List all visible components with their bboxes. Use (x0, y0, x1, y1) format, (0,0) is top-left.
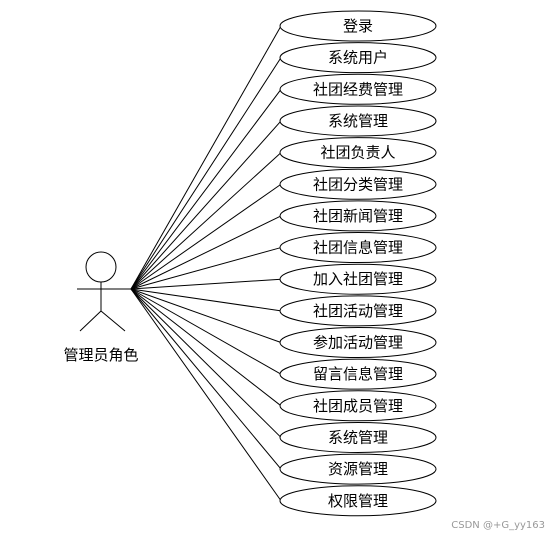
use-case-label: 系统管理 (328, 428, 388, 446)
use-case-label: 社团经费管理 (313, 80, 403, 98)
use-case[interactable]: 参加活动管理 (279, 327, 437, 358)
use-case-label: 留言信息管理 (313, 365, 403, 383)
use-case[interactable]: 系统用户 (279, 42, 437, 74)
use-case-label: 社团负责人 (320, 144, 395, 162)
use-case-ellipse (279, 327, 437, 358)
use-case-ellipse (279, 485, 437, 517)
use-case-label: 系统管理 (328, 112, 388, 130)
use-case[interactable]: 资源管理 (279, 453, 437, 485)
use-case-label: 系统用户 (328, 49, 388, 67)
use-case[interactable]: 系统管理 (279, 421, 437, 453)
use-case[interactable]: 留言信息管理 (279, 358, 437, 390)
association-line (130, 288, 282, 312)
use-case[interactable]: 社团信息管理 (279, 232, 437, 264)
use-case-ellipse (279, 200, 437, 232)
use-case-ellipse (279, 10, 437, 42)
use-case-ellipse (279, 168, 437, 200)
use-case-ellipse (279, 390, 437, 422)
use-case-label: 社团信息管理 (313, 239, 403, 257)
watermark: CSDN @+G_yy163 (451, 520, 545, 531)
association-line (130, 288, 282, 375)
use-case[interactable]: 社团负责人 (279, 137, 437, 169)
use-case[interactable]: 权限管理 (279, 485, 437, 517)
use-case-ellipse (279, 105, 437, 137)
actor-label: 管理员角色 (63, 346, 138, 364)
use-case-ellipse (279, 263, 437, 295)
use-case-ellipse (279, 232, 437, 264)
use-case-label: 社团成员管理 (313, 397, 403, 415)
use-case-label: 社团分类管理 (313, 175, 403, 193)
use-case-label: 社团活动管理 (313, 302, 403, 320)
association-line (130, 57, 282, 290)
association-line (130, 247, 282, 290)
association-line (130, 288, 282, 407)
association-line (130, 288, 282, 438)
use-case-ellipse (279, 73, 437, 105)
use-case[interactable]: 社团新闻管理 (279, 200, 437, 232)
use-case-list: 登录系统用户社团经费管理系统管理社团负责人社团分类管理社团新闻管理社团信息管理加… (279, 10, 437, 517)
association-line (130, 25, 282, 290)
association-line (130, 88, 282, 290)
actor-right-leg (100, 310, 126, 332)
actor-head (85, 251, 117, 283)
use-case-ellipse (279, 137, 437, 169)
association-line (130, 183, 282, 290)
use-case-ellipse (279, 453, 437, 485)
association-line (130, 288, 282, 343)
use-case-ellipse (279, 295, 437, 327)
use-case-label: 资源管理 (328, 460, 388, 478)
actor-left-leg (79, 310, 102, 332)
actor-figure: 管理员角色 (63, 251, 139, 364)
association-line (130, 120, 282, 290)
use-case-ellipse (279, 42, 437, 74)
association-line (130, 215, 282, 290)
use-case[interactable]: 社团活动管理 (279, 295, 437, 327)
use-case-label: 登录 (343, 17, 373, 35)
use-case[interactable]: 社团经费管理 (279, 73, 437, 105)
association-line (130, 288, 282, 470)
use-case[interactable]: 社团成员管理 (279, 390, 437, 422)
use-case-label: 权限管理 (328, 492, 388, 510)
association-line (130, 152, 282, 290)
use-case-ellipse (279, 421, 437, 453)
use-case-label: 参加活动管理 (313, 334, 403, 352)
use-case[interactable]: 社团分类管理 (279, 168, 437, 200)
association-line (130, 288, 282, 502)
use-case[interactable]: 登录 (279, 10, 437, 42)
use-case-label: 社团新闻管理 (313, 207, 403, 225)
association-lines (130, 25, 282, 502)
use-case[interactable]: 系统管理 (279, 105, 437, 137)
use-case-label: 加入社团管理 (313, 270, 403, 288)
association-line (130, 278, 282, 290)
use-case[interactable]: 加入社团管理 (279, 263, 437, 295)
use-case-ellipse (279, 358, 437, 390)
